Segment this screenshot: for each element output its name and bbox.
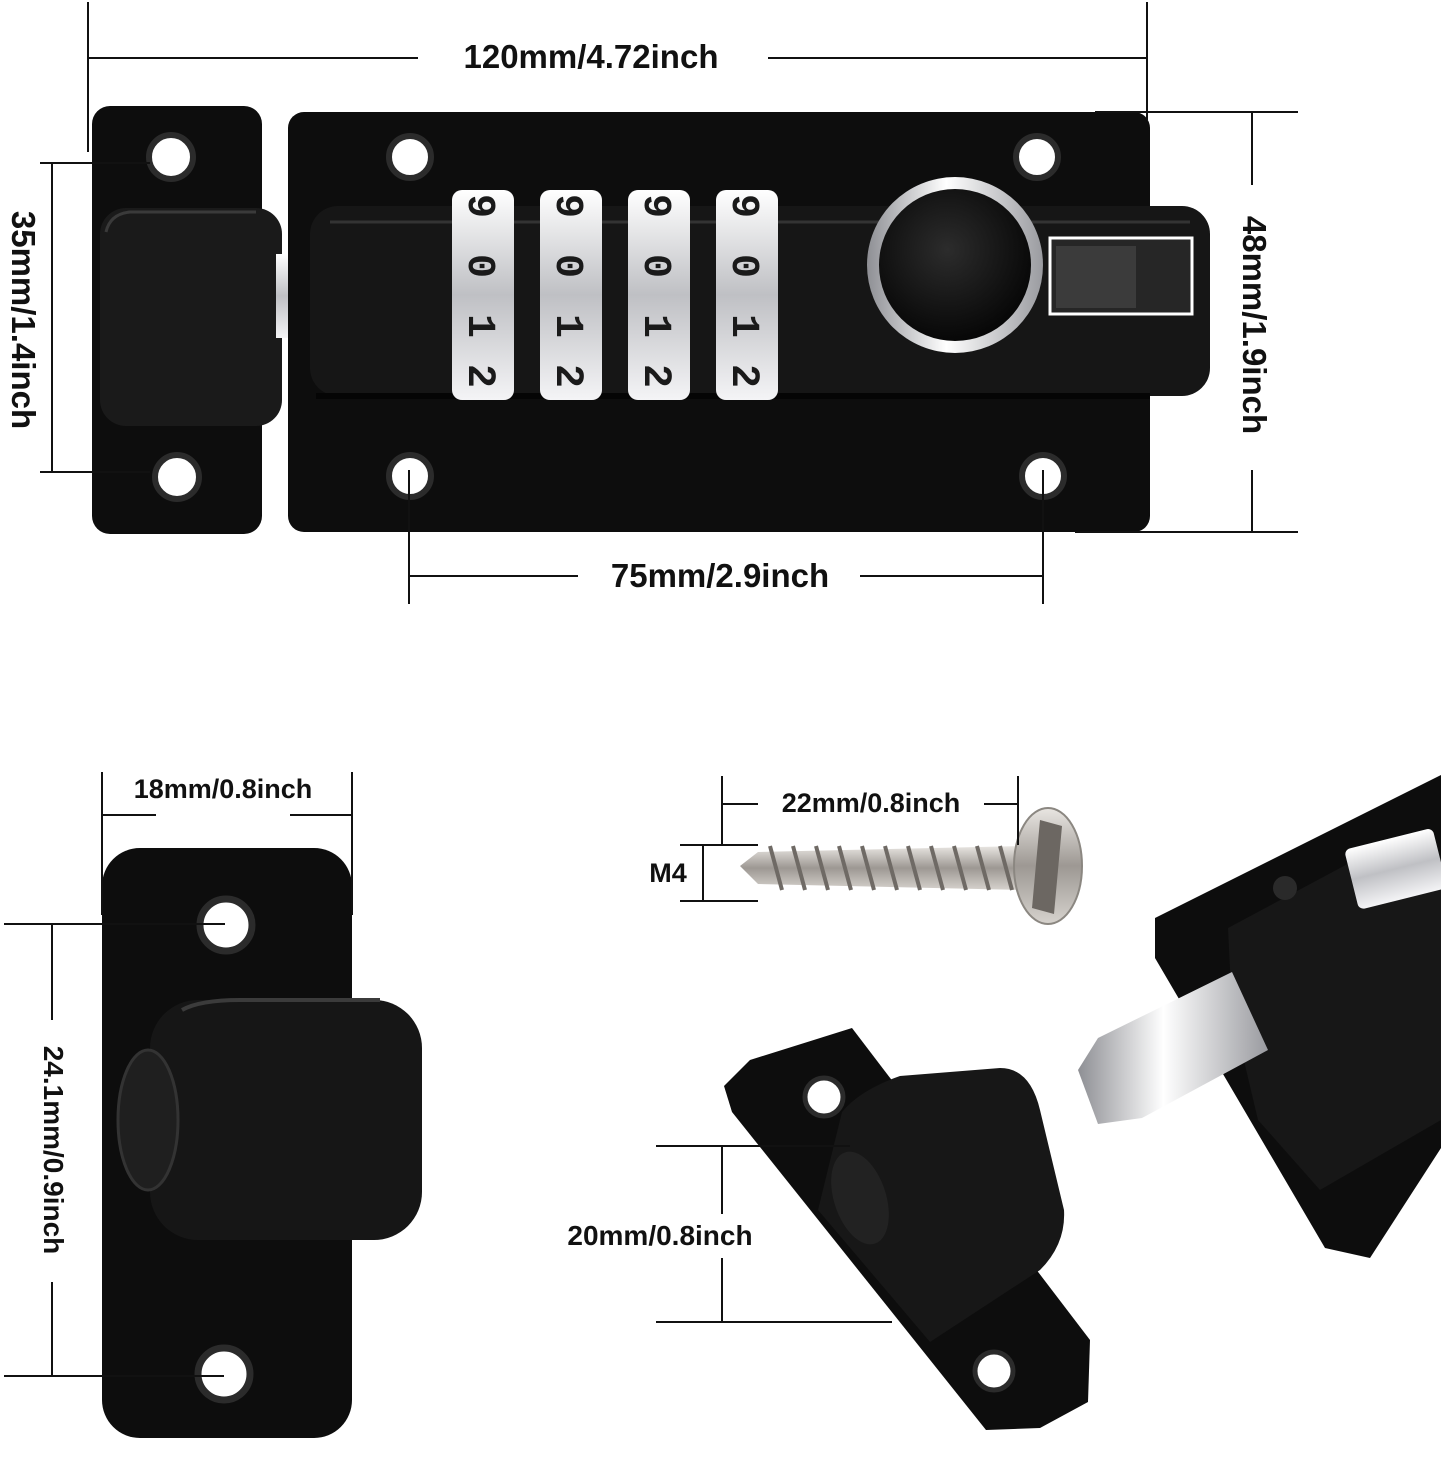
main-lock-view: 9 0 1 2 9 0 1 2 9 0 1 2 9 0 1 2 — [92, 106, 1210, 534]
label-keeper-length: 24.1mm/0.9inch — [38, 1046, 69, 1255]
keeper-detail-hole-bottom — [194, 1344, 254, 1404]
wheel-3-digit: 2 — [632, 364, 677, 388]
wheel-2-digit: 9 — [544, 194, 589, 218]
wheel-4-digit: 2 — [720, 364, 765, 388]
screw-threads — [768, 845, 1014, 891]
label-body-height: 48mm/1.9inch — [1236, 216, 1273, 434]
label-screw-size: M4 — [649, 858, 687, 888]
label-screw-length: 22mm/0.8inch — [782, 788, 961, 818]
wheel-4-digit: 0 — [720, 254, 765, 278]
label-keeper-height: 35mm/1.4inch — [5, 211, 42, 429]
assembly-keeper-block — [818, 1068, 1065, 1342]
dimension-lines-keeper — [4, 772, 353, 1377]
wheel-3-digit: 1 — [632, 314, 677, 338]
keeper-hole-bottom — [152, 452, 202, 502]
label-overall-length: 120mm/4.72inch — [464, 38, 719, 75]
assembly-keeper-hole-bottom — [972, 1349, 1016, 1393]
body-hole-top-right — [1013, 133, 1061, 181]
screw-thread — [814, 845, 830, 891]
wheel-1-digit: 0 — [456, 254, 501, 278]
screw-detail-view — [740, 807, 1083, 925]
keeper-detail-block — [150, 1000, 422, 1240]
label-hole-spacing: 75mm/2.9inch — [611, 557, 829, 594]
screw-thread — [860, 845, 876, 891]
screw-thread — [768, 845, 784, 891]
screw-thread — [883, 845, 899, 891]
wheel-1-digit: 1 — [456, 314, 501, 338]
wheel-4-digit: 1 — [720, 314, 765, 338]
assembly-bolt — [1078, 972, 1268, 1124]
wheel-2-digit: 0 — [544, 254, 589, 278]
combination-wheel-2[interactable] — [540, 190, 602, 400]
label-keeper-depth: 20mm/0.8inch — [567, 1220, 752, 1251]
assembly-perspective-view — [724, 775, 1441, 1430]
screw-thread — [791, 845, 807, 891]
keeper-hole-top — [146, 132, 196, 182]
assembly-lock-housing — [1228, 858, 1441, 1190]
dimension-lines-assembly — [656, 1145, 892, 1323]
keeper-detail-bore — [116, 1048, 180, 1192]
screw-thread — [929, 845, 945, 891]
wheel-2-digit: 1 — [544, 314, 589, 338]
screw-thread — [975, 845, 991, 891]
combination-wheel-4[interactable] — [716, 190, 778, 400]
assembly-wheel — [1345, 829, 1441, 909]
body-hole-top-left — [386, 133, 434, 181]
screw-thread — [998, 845, 1014, 891]
screw-thread — [837, 845, 853, 891]
assembly-keeper-bore — [831, 1151, 889, 1245]
screw-thread — [952, 845, 968, 891]
keeper-block — [100, 208, 282, 426]
wheel-2-digit: 2 — [544, 364, 589, 388]
screw-shank — [740, 846, 1024, 890]
combination-wheel-3[interactable] — [628, 190, 690, 400]
dimension-lines-screw — [680, 776, 1019, 902]
wheel-4-digit: 9 — [720, 194, 765, 218]
keeper-detail-view — [102, 848, 422, 1438]
wheel-3-digit: 9 — [632, 194, 677, 218]
wheel-3-digit: 0 — [632, 254, 677, 278]
assembly-keeper-hole-top — [802, 1075, 846, 1119]
wheel-1-digit: 9 — [456, 194, 501, 218]
slide-knob[interactable] — [879, 189, 1031, 341]
combination-wheel-1[interactable] — [452, 190, 514, 400]
label-keeper-width: 18mm/0.8inch — [134, 774, 313, 804]
wheel-1-digit: 2 — [456, 364, 501, 388]
dimension-lines-top — [40, 2, 1298, 604]
screw-thread — [906, 845, 922, 891]
combination-wheels: 9 0 1 2 9 0 1 2 9 0 1 2 9 0 1 2 — [452, 190, 778, 400]
